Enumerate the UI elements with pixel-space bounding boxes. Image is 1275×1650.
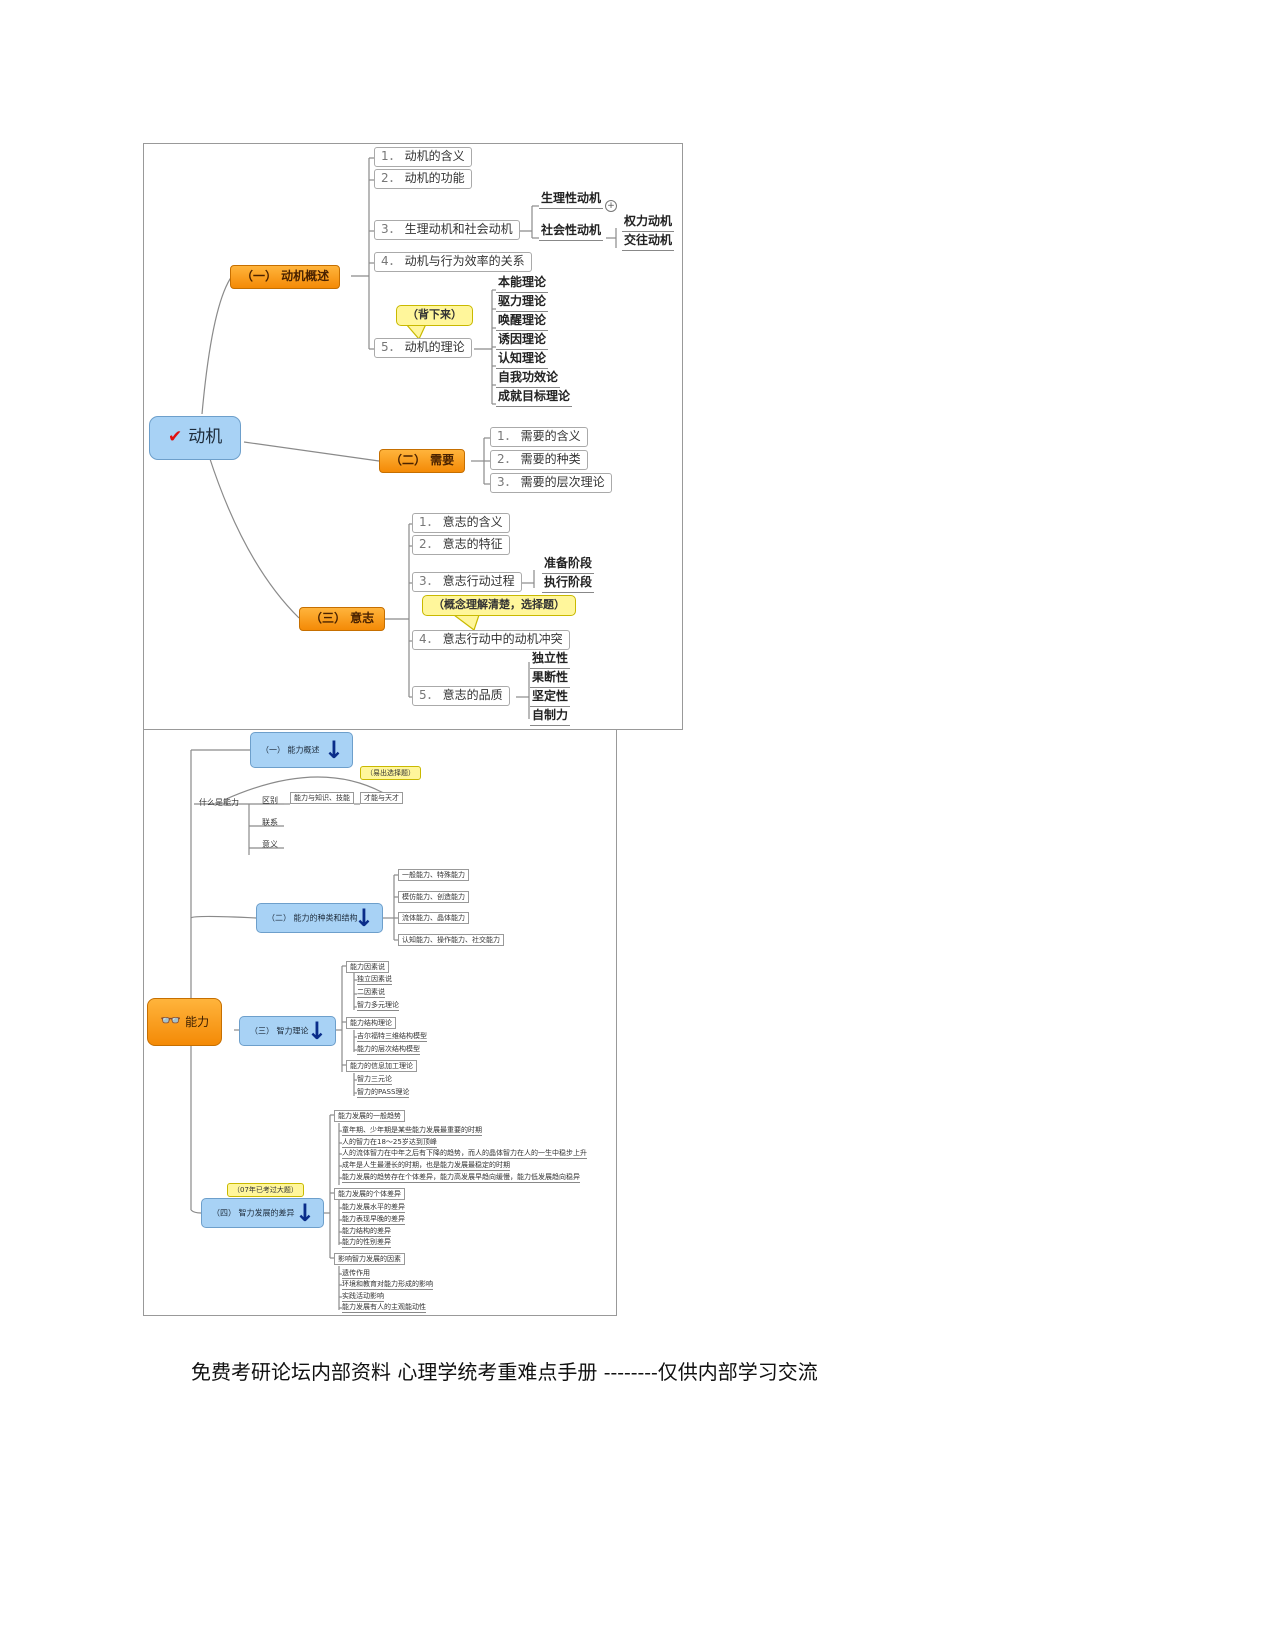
motive-mindmap: ✔动机 （一） 动机概述 1．动机的含义 2．动机的功能 3．生理动机和社会动机… <box>143 143 683 730</box>
motive-b3-item-2: 2．意志的特征 <box>412 535 510 555</box>
difference-item-1: 能力发展水平的差异 <box>342 1203 405 1214</box>
trend-item-2: 人的智力在18～25岁达到顶峰 <box>342 1138 437 1149</box>
check-icon: ✔ <box>168 427 183 447</box>
structure-theory-item-1: 吉尔福特三维结构模型 <box>357 1032 427 1043</box>
info-processing-item-1: 智力三元论 <box>357 1075 392 1086</box>
memorize-callout: （背下来） <box>396 305 473 326</box>
motive-b1-item-5: 5．动机的理论 <box>374 338 472 358</box>
choice-question-callout: （易出选择题） <box>360 766 421 781</box>
influencing-factors: 影响智力发展的因素 <box>334 1253 405 1266</box>
factor-item-3: 实践活动影响 <box>342 1292 384 1303</box>
individual-difference: 能力发展的个体差异 <box>334 1188 405 1201</box>
ability-branch-differences: （四） 智力发展的差异 ↓ <box>201 1198 324 1228</box>
ability-root-node: 👓能力 <box>147 998 223 1046</box>
motive-b3-item-3: 3．意志行动过程 <box>412 572 522 592</box>
what-is-ability: 什么是能力 <box>199 798 239 807</box>
affiliation-motive: 交往动机 <box>622 233 675 251</box>
motive-b3-item-1: 1．意志的含义 <box>412 513 510 533</box>
quality-independence: 独立性 <box>530 651 571 669</box>
relation-meaning: 意义 <box>262 840 278 849</box>
motive-b3-item-5: 5．意志的品质 <box>412 686 510 706</box>
quality-self-control: 自制力 <box>530 708 571 726</box>
theory-achievement-goal: 成就目标理论 <box>496 389 573 407</box>
motive-root-node: ✔动机 <box>149 416 242 460</box>
ability-mindmap: 👓能力 （一） 能力概述 ↓ （易出选择题） 什么是能力 区别 联系 意义 能力… <box>143 729 617 1316</box>
motive-b1-item-4: 4．动机与行为效率的关系 <box>374 252 532 272</box>
quality-decisiveness: 果断性 <box>530 670 571 688</box>
factor-item-1: 遗传作用 <box>342 1269 370 1280</box>
ability-knowledge-box: 能力与知识、技能 <box>290 792 354 805</box>
stage-execution: 执行阶段 <box>542 575 595 593</box>
theory-self-efficacy: 自我功效论 <box>496 370 561 388</box>
theory-drive: 驱力理论 <box>496 294 549 312</box>
down-arrow-icon: ↓ <box>323 736 344 764</box>
factor-theory-item-2: 二因素说 <box>357 988 385 999</box>
down-arrow-icon: ↓ <box>306 1017 327 1045</box>
difference-item-2: 能力表现早晚的差异 <box>342 1215 405 1226</box>
ability-type-1: 一般能力、特殊能力 <box>398 869 469 882</box>
development-trend: 能力发展的一般趋势 <box>334 1110 405 1123</box>
ability-type-3: 流体能力、晶体能力 <box>398 912 469 925</box>
factor-item-4: 能力发展有人的主观能动性 <box>342 1303 426 1314</box>
ability-branch-intelligence-theory: （三） 智力理论 ↓ <box>239 1016 336 1046</box>
factor-theory: 能力因素说 <box>346 961 389 974</box>
down-arrow-icon: ↓ <box>353 904 374 932</box>
stage-preparation: 准备阶段 <box>542 556 595 574</box>
factor-theory-item-1: 独立因素说 <box>357 975 392 986</box>
info-processing-item-2: 智力的PASS理论 <box>357 1088 410 1099</box>
trend-item-3: 人的流体智力在中年之后有下降的趋势，而人的晶体智力在人的一生中稳步上升 <box>342 1149 587 1160</box>
relation-difference: 区别 <box>262 796 278 805</box>
theory-instinct: 本能理论 <box>496 275 549 293</box>
social-motive: 社会性动机 <box>539 223 604 241</box>
structure-theory: 能力结构理论 <box>346 1017 396 1030</box>
quality-persistence: 坚定性 <box>530 689 571 707</box>
motive-branch-need: （二） 需要 <box>379 449 466 473</box>
factor-item-2: 环境和教育对能力形成的影响 <box>342 1280 433 1291</box>
info-processing-theory: 能力的信息加工理论 <box>346 1060 417 1073</box>
motive-b1-item-3: 3．生理动机和社会动机 <box>374 220 520 240</box>
ability-branch-types: （二） 能力的种类和结构 ↓ <box>256 903 383 933</box>
factor-theory-item-3: 智力多元理论 <box>357 1001 399 1012</box>
concept-callout: （概念理解清楚，选择题） <box>422 595 576 616</box>
motive-b2-item-2: 2．需要的种类 <box>490 450 588 470</box>
ability-connectors <box>190 749 398 1310</box>
talent-genius-box: 才能与天才 <box>360 792 403 805</box>
motive-branch-overview: （一） 动机概述 <box>230 265 341 289</box>
document-footer-caption: 免费考研论坛内部资料 心理学统考重难点手册 --------仅供内部学习交流 <box>191 1360 818 1384</box>
difference-item-3: 能力结构的差异 <box>342 1227 391 1238</box>
theory-incentive: 诱因理论 <box>496 332 549 350</box>
motive-b2-item-3: 3．需要的层次理论 <box>490 473 612 493</box>
exam-history-callout: （07年已考过大题） <box>227 1183 304 1198</box>
ability-type-2: 模仿能力、创造能力 <box>398 891 469 904</box>
motive-branch-will: （三） 意志 <box>299 607 386 631</box>
difference-item-4: 能力的性别差异 <box>342 1238 391 1249</box>
motive-b1-item-1: 1．动机的含义 <box>374 147 472 167</box>
ability-branch-overview: （一） 能力概述 ↓ <box>250 732 353 768</box>
relation-connection: 联系 <box>262 818 278 827</box>
trend-item-5: 能力发展的趋势存在个体差异，能力高发展早趋向缓慢，能力低发展趋向稳异 <box>342 1173 580 1184</box>
power-motive: 权力动机 <box>622 214 675 232</box>
expand-plus-icon[interactable]: + <box>605 200 617 212</box>
trend-item-4: 成年是人生最漫长的时期，也是能力发展最稳定的时期 <box>342 1161 510 1172</box>
down-arrow-icon: ↓ <box>294 1199 315 1227</box>
motive-b2-item-1: 1．需要的含义 <box>490 427 588 447</box>
motive-b1-item-2: 2．动机的功能 <box>374 169 472 189</box>
ability-type-4: 认知能力、操作能力、社交能力 <box>398 934 504 947</box>
theory-cognitive: 认知理论 <box>496 351 549 369</box>
theory-arousal: 唤醒理论 <box>496 313 549 331</box>
trend-item-1: 童年期、少年期是某些能力发展最重要的时期 <box>342 1126 482 1137</box>
motive-b3-item-4: 4．意志行动中的动机冲突 <box>412 630 570 650</box>
structure-theory-item-2: 能力的层次结构模型 <box>357 1045 420 1056</box>
glasses-icon: 👓 <box>160 1011 182 1031</box>
physiological-motive: 生理性动机 <box>539 191 604 209</box>
